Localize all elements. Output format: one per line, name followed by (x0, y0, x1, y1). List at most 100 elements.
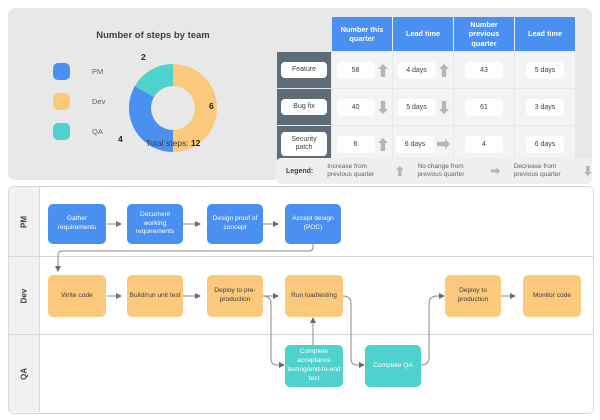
cell-feature-number-this-quarter: 58 (332, 52, 392, 88)
total-steps-label: Total steps: (145, 138, 189, 148)
trend-legend-title: Legend: (286, 167, 314, 175)
donut-slice-qa (134, 64, 173, 97)
dashboard-panel: Number of steps by team PM Dev QA 2 6 4 … (8, 8, 592, 184)
flow-node-build-run-unit-test[interactable]: Build/run unit test (127, 275, 183, 317)
donut-value-qa: 2 (141, 52, 146, 62)
donut-chart-svg (129, 64, 217, 152)
flow-node-label: Design proof of concept (212, 215, 258, 231)
arrow-down-icon (377, 100, 388, 114)
flow-node-label: Deploy to pre-production (214, 287, 256, 303)
trend-legend-text-decrease: Decrease from previous quarter (513, 162, 561, 178)
swimlane-label-dev: Dev (19, 288, 29, 303)
flow-node-write-code[interactable]: Write code (48, 275, 106, 317)
table-row: Security patch 6 6 days (277, 126, 575, 162)
value-feature-number: 58 (336, 61, 375, 79)
cell-feature-lead-time-previous-quarter: 5 days (515, 52, 575, 88)
flow-node-deploy-to-pre-production[interactable]: Deploy to pre-production (207, 275, 263, 317)
donut-value-dev: 6 (209, 101, 214, 111)
flow-node-monitor-code[interactable]: Monitor code (523, 275, 581, 317)
flow-node-run-loadtesting[interactable]: Run loadtesting (285, 275, 343, 317)
value-security-number: 6 (336, 135, 375, 153)
legend-label-dev: Dev (92, 96, 106, 106)
cell-security-lead-time-this-quarter: 6 days (393, 126, 453, 162)
legend-item-dev: Dev (53, 86, 105, 116)
trend-legend-text-increase: Increase from previous quarter (327, 162, 375, 178)
flow-node-label: Gather requirements (57, 215, 97, 231)
table-header-number-this-quarter: Number this quarter (332, 17, 392, 51)
cell-bugfix-lead-time-this-quarter: 5 days (393, 89, 453, 125)
swimlane-dev: Dev (9, 257, 593, 335)
table-header-lead-time-this-quarter: Lead time (393, 17, 453, 51)
flow-node-gather-requirements[interactable]: Gather requirements (48, 204, 106, 244)
flow-node-label: Complete QA (373, 361, 413, 369)
value-security-number-prev: 4 (465, 135, 503, 153)
table-header-number-previous-quarter: Number previous quarter (454, 17, 514, 51)
flow-node-complete-qa[interactable]: Complete QA (365, 345, 421, 387)
swimlane-label-pm: PM (19, 215, 29, 228)
table-header-lead-time-previous-quarter: Lead time (515, 17, 575, 51)
trend-legend-item-nochange: No change from previous quarter (417, 162, 500, 180)
arrow-up-icon (377, 137, 388, 151)
arrow-down-icon (438, 100, 449, 114)
trend-legend-bar: Legend: Increase from previous quarter N… (276, 158, 592, 184)
flow-node-design-proof-of-concept[interactable]: Design proof of concept (207, 204, 263, 244)
trend-legend-text-nochange: No change from previous quarter (417, 162, 465, 178)
table-row: Feature 58 4 days (277, 52, 575, 88)
row-header-feature: Feature (277, 52, 331, 88)
cell-bugfix-number-this-quarter: 40 (332, 89, 392, 125)
value-bugfix-number: 40 (336, 98, 375, 116)
value-bugfix-number-prev: 61 (465, 98, 503, 116)
arrow-up-icon (438, 63, 449, 77)
cell-feature-number-previous-quarter: 43 (454, 52, 514, 88)
row-label-feature: Feature (281, 61, 327, 79)
cell-security-number-previous-quarter: 4 (454, 126, 514, 162)
legend-label-pm: PM (92, 66, 104, 76)
legend-swatch-dev (53, 92, 70, 110)
arrow-down-icon (584, 166, 592, 176)
metrics-table: Number this quarter Lead time Number pre… (276, 16, 576, 163)
flow-node-accept-design-poc[interactable]: Accept design (POC) (285, 204, 341, 244)
arrow-right-icon (490, 167, 500, 175)
metrics-table-wrap: Number this quarter Lead time Number pre… (276, 16, 576, 163)
value-feature-lead-time: 4 days (397, 61, 436, 79)
value-security-lead-time-prev: 6 days (526, 135, 564, 153)
donut-value-pm: 4 (118, 134, 123, 144)
table-header-row: Number this quarter Lead time Number pre… (277, 17, 575, 51)
swimlane-header-dev: Dev (9, 257, 40, 334)
cell-security-number-this-quarter: 6 (332, 126, 392, 162)
legend-swatch-qa (53, 122, 70, 140)
swimlane-qa: QA (9, 335, 593, 412)
row-label-bug-fix: Bug fix (281, 98, 327, 116)
chart-title: Number of steps by team (96, 30, 210, 41)
cell-feature-lead-time-this-quarter: 4 days (393, 52, 453, 88)
chart-legend: PM Dev QA (53, 56, 105, 146)
cell-bugfix-number-previous-quarter: 61 (454, 89, 514, 125)
swimlane-header-qa: QA (9, 335, 40, 412)
donut-chart: 2 6 4 (118, 52, 225, 160)
flow-node-label: Write code (61, 291, 93, 299)
total-steps: Total steps: 12 (113, 138, 233, 148)
flow-node-document-working-requirements[interactable]: Document working requirements (127, 204, 183, 244)
trend-legend-item-increase: Increase from previous quarter (327, 162, 404, 180)
flow-node-label: Deploy to production (457, 287, 489, 303)
cell-security-lead-time-previous-quarter: 6 days (515, 126, 575, 162)
flow-node-label: Complete acceptance testing/end-to-end t… (287, 348, 341, 382)
value-feature-lead-time-prev: 5 days (526, 61, 564, 79)
table-row: Bug fix 40 5 days (277, 89, 575, 125)
value-feature-number-prev: 43 (465, 61, 503, 79)
value-bugfix-lead-time-prev: 3 days (526, 98, 564, 116)
legend-label-qa: QA (92, 126, 103, 136)
donut-slice-pm (129, 86, 173, 152)
table-header-corner (277, 17, 331, 51)
row-header-security-patch: Security patch (277, 126, 331, 162)
value-bugfix-lead-time: 5 days (397, 98, 436, 116)
row-header-bug-fix: Bug fix (277, 89, 331, 125)
swimlane-label-qa: QA (19, 367, 29, 380)
flow-node-complete-acceptance-testing[interactable]: Complete acceptance testing/end-to-end t… (285, 345, 343, 387)
flow-node-deploy-to-production[interactable]: Deploy to production (445, 275, 501, 317)
flow-node-label: Monitor code (532, 291, 572, 299)
row-label-security-patch: Security patch (281, 131, 327, 157)
trend-legend-item-decrease: Decrease from previous quarter (514, 163, 592, 180)
arrow-right-icon (437, 139, 450, 149)
flow-node-label: Run loadtesting (291, 291, 337, 299)
